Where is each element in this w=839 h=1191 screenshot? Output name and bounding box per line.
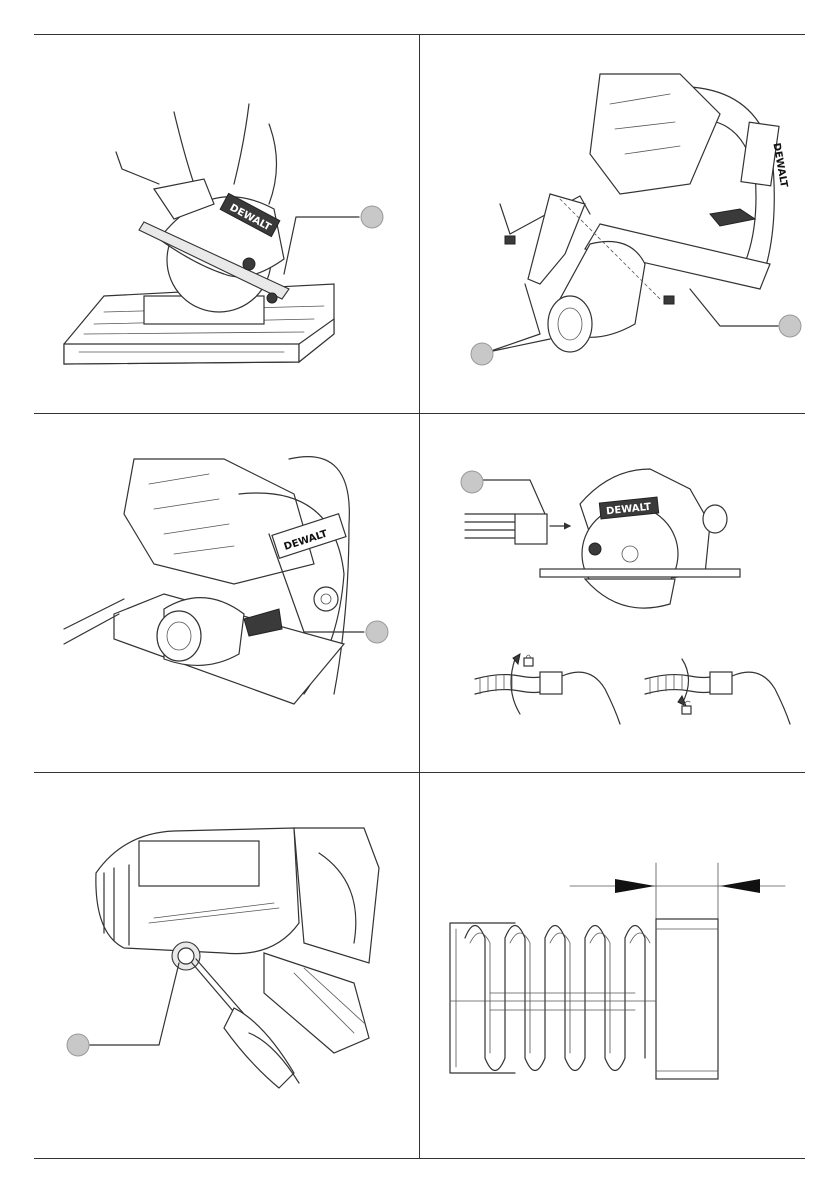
figure-blade-guard: DEWALT <box>34 34 419 413</box>
figure-dust-port-attach: DEWALT <box>420 34 805 413</box>
carbon-brush <box>656 919 718 1079</box>
dimension-arrow-icon <box>615 879 655 893</box>
dimension-arrow-icon <box>720 879 760 893</box>
base-plate <box>540 569 740 577</box>
dust-port-opening <box>548 296 592 352</box>
spring <box>465 926 650 1071</box>
dust-port-opening <box>157 611 201 661</box>
callout-marker <box>471 343 493 365</box>
hand <box>562 672 620 724</box>
hand <box>224 1008 294 1088</box>
lock-closed-icon <box>524 655 533 666</box>
figure-brush-spring <box>420 773 805 1158</box>
callout-marker <box>461 471 483 493</box>
frame-bottom-rule <box>34 1158 805 1159</box>
callout-marker <box>67 1034 89 1056</box>
motor-housing <box>124 459 314 584</box>
motor-housing <box>590 74 720 194</box>
figure-brush-cap <box>34 773 419 1158</box>
hose-end <box>465 514 515 538</box>
callout-marker <box>361 206 383 228</box>
hose-adapter <box>515 514 547 544</box>
blade-bolt <box>314 587 338 611</box>
callout-marker <box>779 315 801 337</box>
callout-marker <box>366 621 388 643</box>
hose-unlock-view <box>645 659 790 724</box>
guard-lever-icon <box>243 258 255 270</box>
hose-lock-view <box>475 654 620 724</box>
screw-icon <box>664 296 674 304</box>
figure-vacuum-hose: DEWALT <box>420 414 805 772</box>
hex-key-icon <box>116 152 159 184</box>
figure-dust-port-installed: DEWALT <box>34 414 419 772</box>
hand <box>732 672 790 724</box>
base-plate <box>264 953 369 1053</box>
screw-icon <box>505 236 515 244</box>
